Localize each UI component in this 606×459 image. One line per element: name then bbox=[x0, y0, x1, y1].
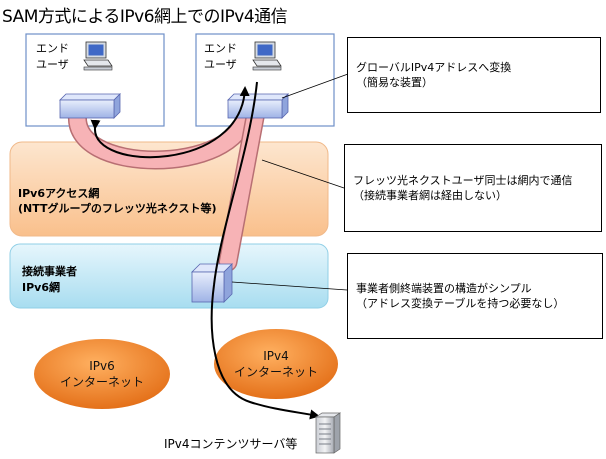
callout-intra-network: フレッツ光ネクストユーザ同士は網内で通信 （接続事業者網は経由しない） bbox=[344, 144, 602, 232]
arrow-user-to-server bbox=[210, 81, 320, 420]
callout-connector bbox=[261, 159, 345, 189]
computer-icon bbox=[83, 41, 113, 71]
end-user-label-left-line2: ユーザ bbox=[36, 58, 69, 71]
provider-terminating-device bbox=[191, 263, 233, 303]
cloud-line: インターネット bbox=[59, 375, 144, 389]
computer-icon bbox=[252, 41, 282, 71]
ipv6-access-network-title: IPv6アクセス網 bbox=[18, 187, 100, 200]
diagram-title: SAM方式によるIPv6網上でのIPv4通信 bbox=[2, 7, 288, 27]
callout-line: （アドレス変換テーブルを持つ必要なし） bbox=[356, 297, 565, 310]
ipv4-content-server-label: IPv4コンテンツサーバ等 bbox=[164, 437, 298, 451]
cloud-line: IPv4 bbox=[263, 349, 289, 363]
ipv6-internet-label: IPv6 インターネット bbox=[54, 358, 150, 390]
callout-line: （接続事業者網は経由しない） bbox=[353, 189, 507, 202]
callout-connector bbox=[281, 73, 349, 99]
end-user-label-left-line1: エンド bbox=[36, 42, 69, 55]
cloud-line: インターネット bbox=[233, 365, 318, 379]
end-user-label-right-line1: エンド bbox=[204, 42, 237, 55]
ipv4-content-server-icon bbox=[314, 412, 342, 454]
callout-ipv4-conversion: グローバルIPv4アドレスへ変換 （簡易な装置） bbox=[347, 37, 601, 113]
end-user-device-left bbox=[59, 93, 121, 119]
provider-network-label-line2: IPv6網 bbox=[22, 281, 60, 294]
end-user-device-right bbox=[227, 93, 289, 119]
ipv6-access-network-subtitle: (NTTグループのフレッツ光ネクスト等) bbox=[18, 202, 217, 215]
cloud-line: IPv6 bbox=[89, 359, 115, 373]
arrow-user-to-user bbox=[90, 86, 250, 159]
callout-line: フレッツ光ネクストユーザ同士は網内で通信 bbox=[353, 174, 573, 187]
callout-connector bbox=[231, 281, 348, 291]
provider-ipv6-network-band bbox=[9, 243, 329, 309]
end-user-label-right-line2: ユーザ bbox=[204, 58, 237, 71]
ipv4-internet-label: IPv4 インターネット bbox=[228, 348, 324, 380]
callout-line: グローバルIPv4アドレスへ変換 bbox=[356, 61, 512, 74]
provider-network-label-line1: 接続事業者 bbox=[22, 265, 77, 278]
ipv4-internet-cloud bbox=[214, 329, 338, 399]
ipv6-internet-cloud bbox=[34, 339, 170, 409]
callout-line: （簡易な装置） bbox=[356, 76, 433, 89]
callout-line: 事業者側終端装置の構造がシンプル bbox=[356, 282, 532, 295]
callout-simple-terminator: 事業者側終端装置の構造がシンプル （アドレス変換テーブルを持つ必要なし） bbox=[347, 253, 603, 339]
